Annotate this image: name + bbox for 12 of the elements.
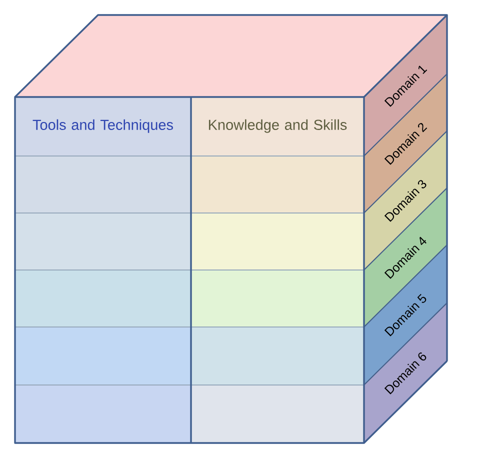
table-cell xyxy=(14,326,192,386)
table-cell xyxy=(14,156,192,214)
table-cell xyxy=(14,270,192,328)
table-cell xyxy=(190,212,364,270)
table-cell xyxy=(14,384,192,444)
table-cell xyxy=(14,212,192,270)
table-cell xyxy=(190,326,364,386)
header-cell: Knowledge and Skills xyxy=(190,96,364,156)
header-cell: Tools and Techniques xyxy=(14,96,192,156)
table-cell xyxy=(190,270,364,328)
table-cell xyxy=(190,384,364,444)
table-cell xyxy=(190,156,364,214)
